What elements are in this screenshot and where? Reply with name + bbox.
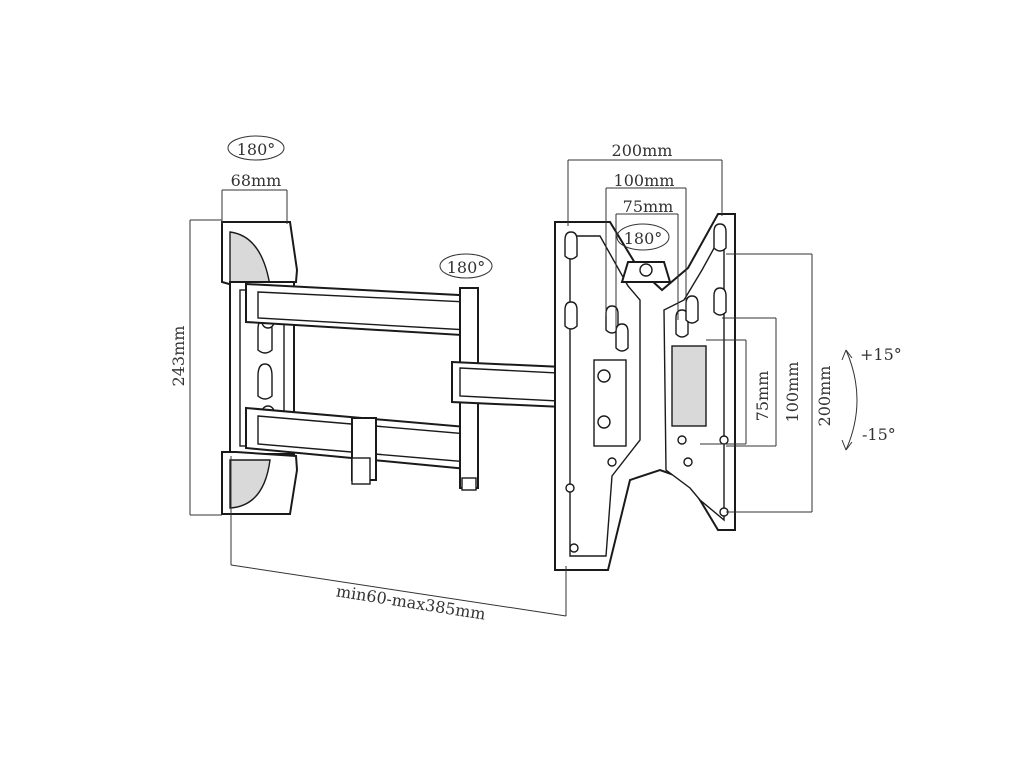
width-wallplate-label: 68mm [231,171,282,190]
rotate-plate-label: 180° [624,229,663,248]
height-wallplate-label: 243mm [169,326,188,387]
tilt-up-label: +15° [860,345,902,364]
tilt-arc [845,349,858,451]
vesa-h-75-label: 75mm [623,197,674,216]
tilt-down-label: -15° [862,425,896,444]
vesa-v-100-label: 100mm [783,362,802,423]
rotate-wall-ring [227,135,285,161]
wall-plate [221,221,299,515]
vesa-h-100-label: 100mm [614,171,675,190]
dimension-lines [189,159,813,617]
rotate-elbow-ring [439,253,493,279]
swing-arm [245,282,586,491]
vesa-plate [554,213,736,571]
rotate-wall-label: 180° [237,140,276,159]
rotate-elbow-label: 180° [447,258,486,277]
vesa-h-200-label: 200mm [612,141,673,160]
extension-label: min60-max385mm [335,581,487,623]
vesa-v-75-label: 75mm [753,371,772,422]
rotate-plate-ring [616,223,670,251]
rotation-markers [227,135,858,451]
vesa-v-200-label: 200mm [815,366,834,427]
